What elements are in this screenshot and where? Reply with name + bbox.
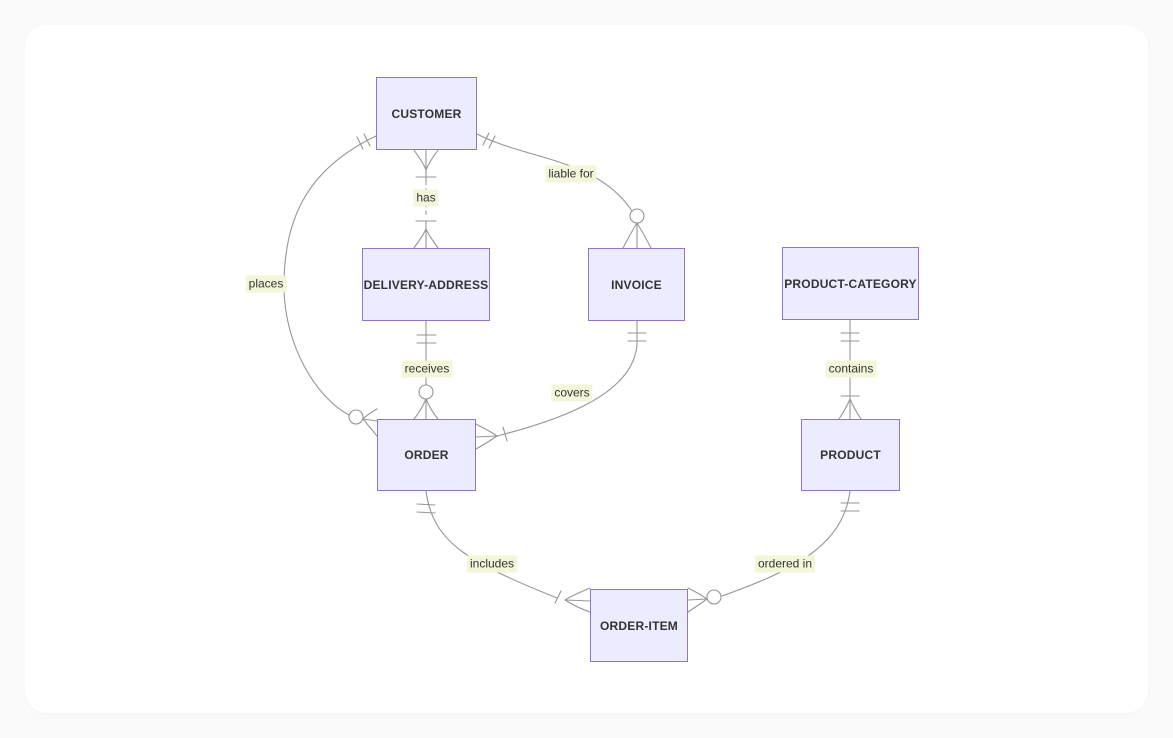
crowfoot-prong bbox=[413, 228, 427, 249]
crowfoot-prong bbox=[425, 149, 439, 171]
cardinality-zero-circle bbox=[418, 384, 434, 400]
edge-line bbox=[425, 490, 558, 599]
crowfoot-prong bbox=[564, 587, 591, 601]
cardinality-one-bar bbox=[356, 136, 364, 150]
relationship-receives bbox=[413, 320, 439, 420]
relationship-label-receives: receives bbox=[401, 360, 453, 378]
crowfoot-prong bbox=[413, 149, 427, 171]
crowfoot-prong bbox=[425, 398, 439, 420]
crowfoot-prong bbox=[838, 398, 851, 420]
relationship-label-covers: covers bbox=[551, 384, 593, 402]
crowfoot-stem bbox=[475, 435, 498, 438]
relationship-label-has: has bbox=[413, 189, 439, 207]
relationship-label-liable-for: liable for bbox=[545, 165, 597, 183]
crowfoot-prong bbox=[622, 222, 638, 249]
cardinality-one-bar bbox=[554, 590, 562, 604]
entity-order: ORDER bbox=[377, 419, 476, 491]
relationship-label-ordered-in: ordered in bbox=[754, 555, 816, 573]
crowfoot-prong bbox=[475, 423, 498, 437]
crowfoot-prong bbox=[362, 418, 378, 437]
crowfoot-stem bbox=[687, 598, 708, 601]
entity-product-category: PRODUCT-CATEGORY bbox=[782, 247, 919, 320]
relationship-contains bbox=[838, 319, 862, 420]
crowfoot-prong bbox=[849, 398, 862, 420]
crowfoot-prong bbox=[413, 398, 427, 420]
relationship-includes bbox=[416, 490, 591, 613]
cardinality-one-bar bbox=[416, 503, 436, 506]
entity-customer: CUSTOMER bbox=[376, 77, 477, 150]
cardinality-zero-circle bbox=[629, 208, 645, 224]
crowfoot-prong bbox=[687, 587, 708, 600]
entity-delivery-address: DELIVERY-ADDRESS bbox=[362, 248, 490, 321]
cardinality-one-bar bbox=[416, 511, 436, 514]
relationship-liable-for bbox=[476, 132, 652, 249]
entity-order-item: ORDER-ITEM bbox=[590, 589, 688, 662]
entity-product: PRODUCT bbox=[801, 419, 900, 491]
edge-line bbox=[476, 133, 633, 212]
relationship-label-contains: contains bbox=[825, 360, 877, 378]
cardinality-one-bar bbox=[482, 132, 490, 146]
relationship-label-includes: includes bbox=[466, 555, 518, 573]
relationship-label-places: places bbox=[245, 275, 287, 293]
crowfoot-prong bbox=[362, 408, 378, 420]
crowfoot-prong bbox=[564, 599, 591, 613]
cardinality-zero-circle bbox=[348, 409, 364, 425]
crowfoot-prong bbox=[425, 228, 439, 249]
crowfoot-prong bbox=[636, 222, 652, 249]
entity-invoice: INVOICE bbox=[588, 248, 685, 321]
crowfoot-stem bbox=[362, 418, 378, 422]
crowfoot-stem bbox=[564, 599, 591, 602]
crowfoot-prong bbox=[687, 598, 708, 613]
edge-line bbox=[721, 490, 851, 597]
relationship-ordered-in bbox=[687, 490, 860, 613]
cardinality-one-bar bbox=[502, 426, 508, 442]
crowfoot-prong bbox=[475, 435, 498, 450]
cardinality-zero-circle bbox=[706, 589, 722, 605]
cardinality-one-bar bbox=[363, 133, 371, 147]
cardinality-one-bar bbox=[488, 135, 496, 149]
diagram-canvas-card bbox=[25, 25, 1148, 713]
